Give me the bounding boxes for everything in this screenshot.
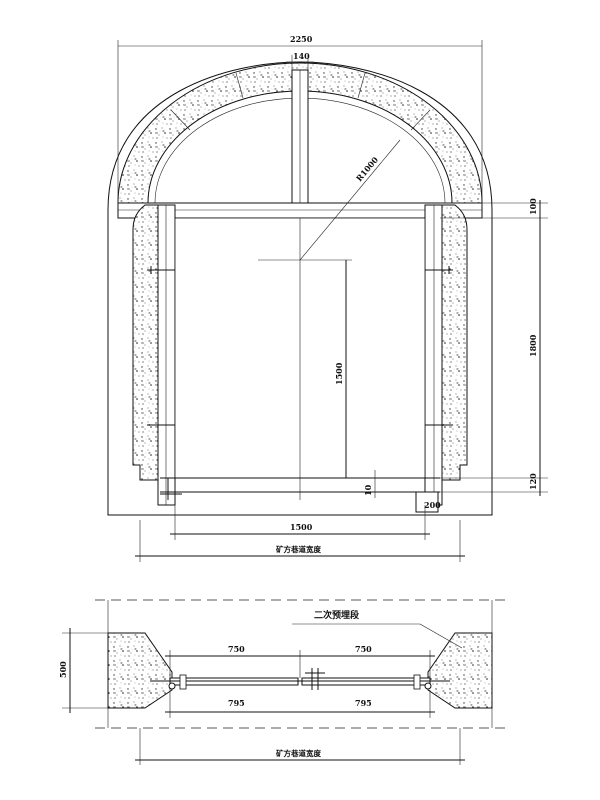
door-handle xyxy=(305,668,325,690)
overall-width-label: 2250 xyxy=(290,34,313,44)
radius-label: R1000 xyxy=(354,154,381,183)
hinge-left xyxy=(168,682,176,690)
plan-depth-label: 500 xyxy=(58,661,68,678)
base-height-label: 120 xyxy=(528,473,538,490)
door-right-outer-label: 795 xyxy=(355,698,372,708)
post-width-label: 140 xyxy=(293,51,310,61)
arch-ticks xyxy=(170,72,431,131)
door-right-label: 750 xyxy=(355,644,372,654)
tunnel-width-label: 矿方巷道宽度 xyxy=(276,544,321,554)
side-height-label: 1800 xyxy=(528,334,538,357)
footing xyxy=(415,491,439,513)
hinge-right xyxy=(424,682,432,690)
bottom-span-label: 1500 xyxy=(290,522,313,532)
right-frame xyxy=(424,204,443,506)
plan-right-wall xyxy=(427,632,493,709)
left-frame xyxy=(157,204,176,506)
door-left-label: 750 xyxy=(228,644,245,654)
top-beam-label: 100 xyxy=(528,198,538,215)
wall-anchors xyxy=(147,266,453,426)
plan-tunnel-width-label: 矿方巷道宽度 xyxy=(276,748,321,758)
plan-view: 750 750 795 795 二次预埋段 500 矿方巷道宽度 xyxy=(58,599,505,765)
elevation-view: R1000 1500 10 200 2250 140 100 1800 12 xyxy=(107,34,548,562)
door-left-outer-label: 795 xyxy=(228,698,245,708)
inner-height-label: 1500 xyxy=(334,362,344,385)
plan-left-wall xyxy=(107,632,173,709)
footing-width-label: 200 xyxy=(424,500,441,510)
secondary-embed-label: 二次预埋段 xyxy=(314,609,360,621)
base-offset-label: 10 xyxy=(363,484,373,496)
